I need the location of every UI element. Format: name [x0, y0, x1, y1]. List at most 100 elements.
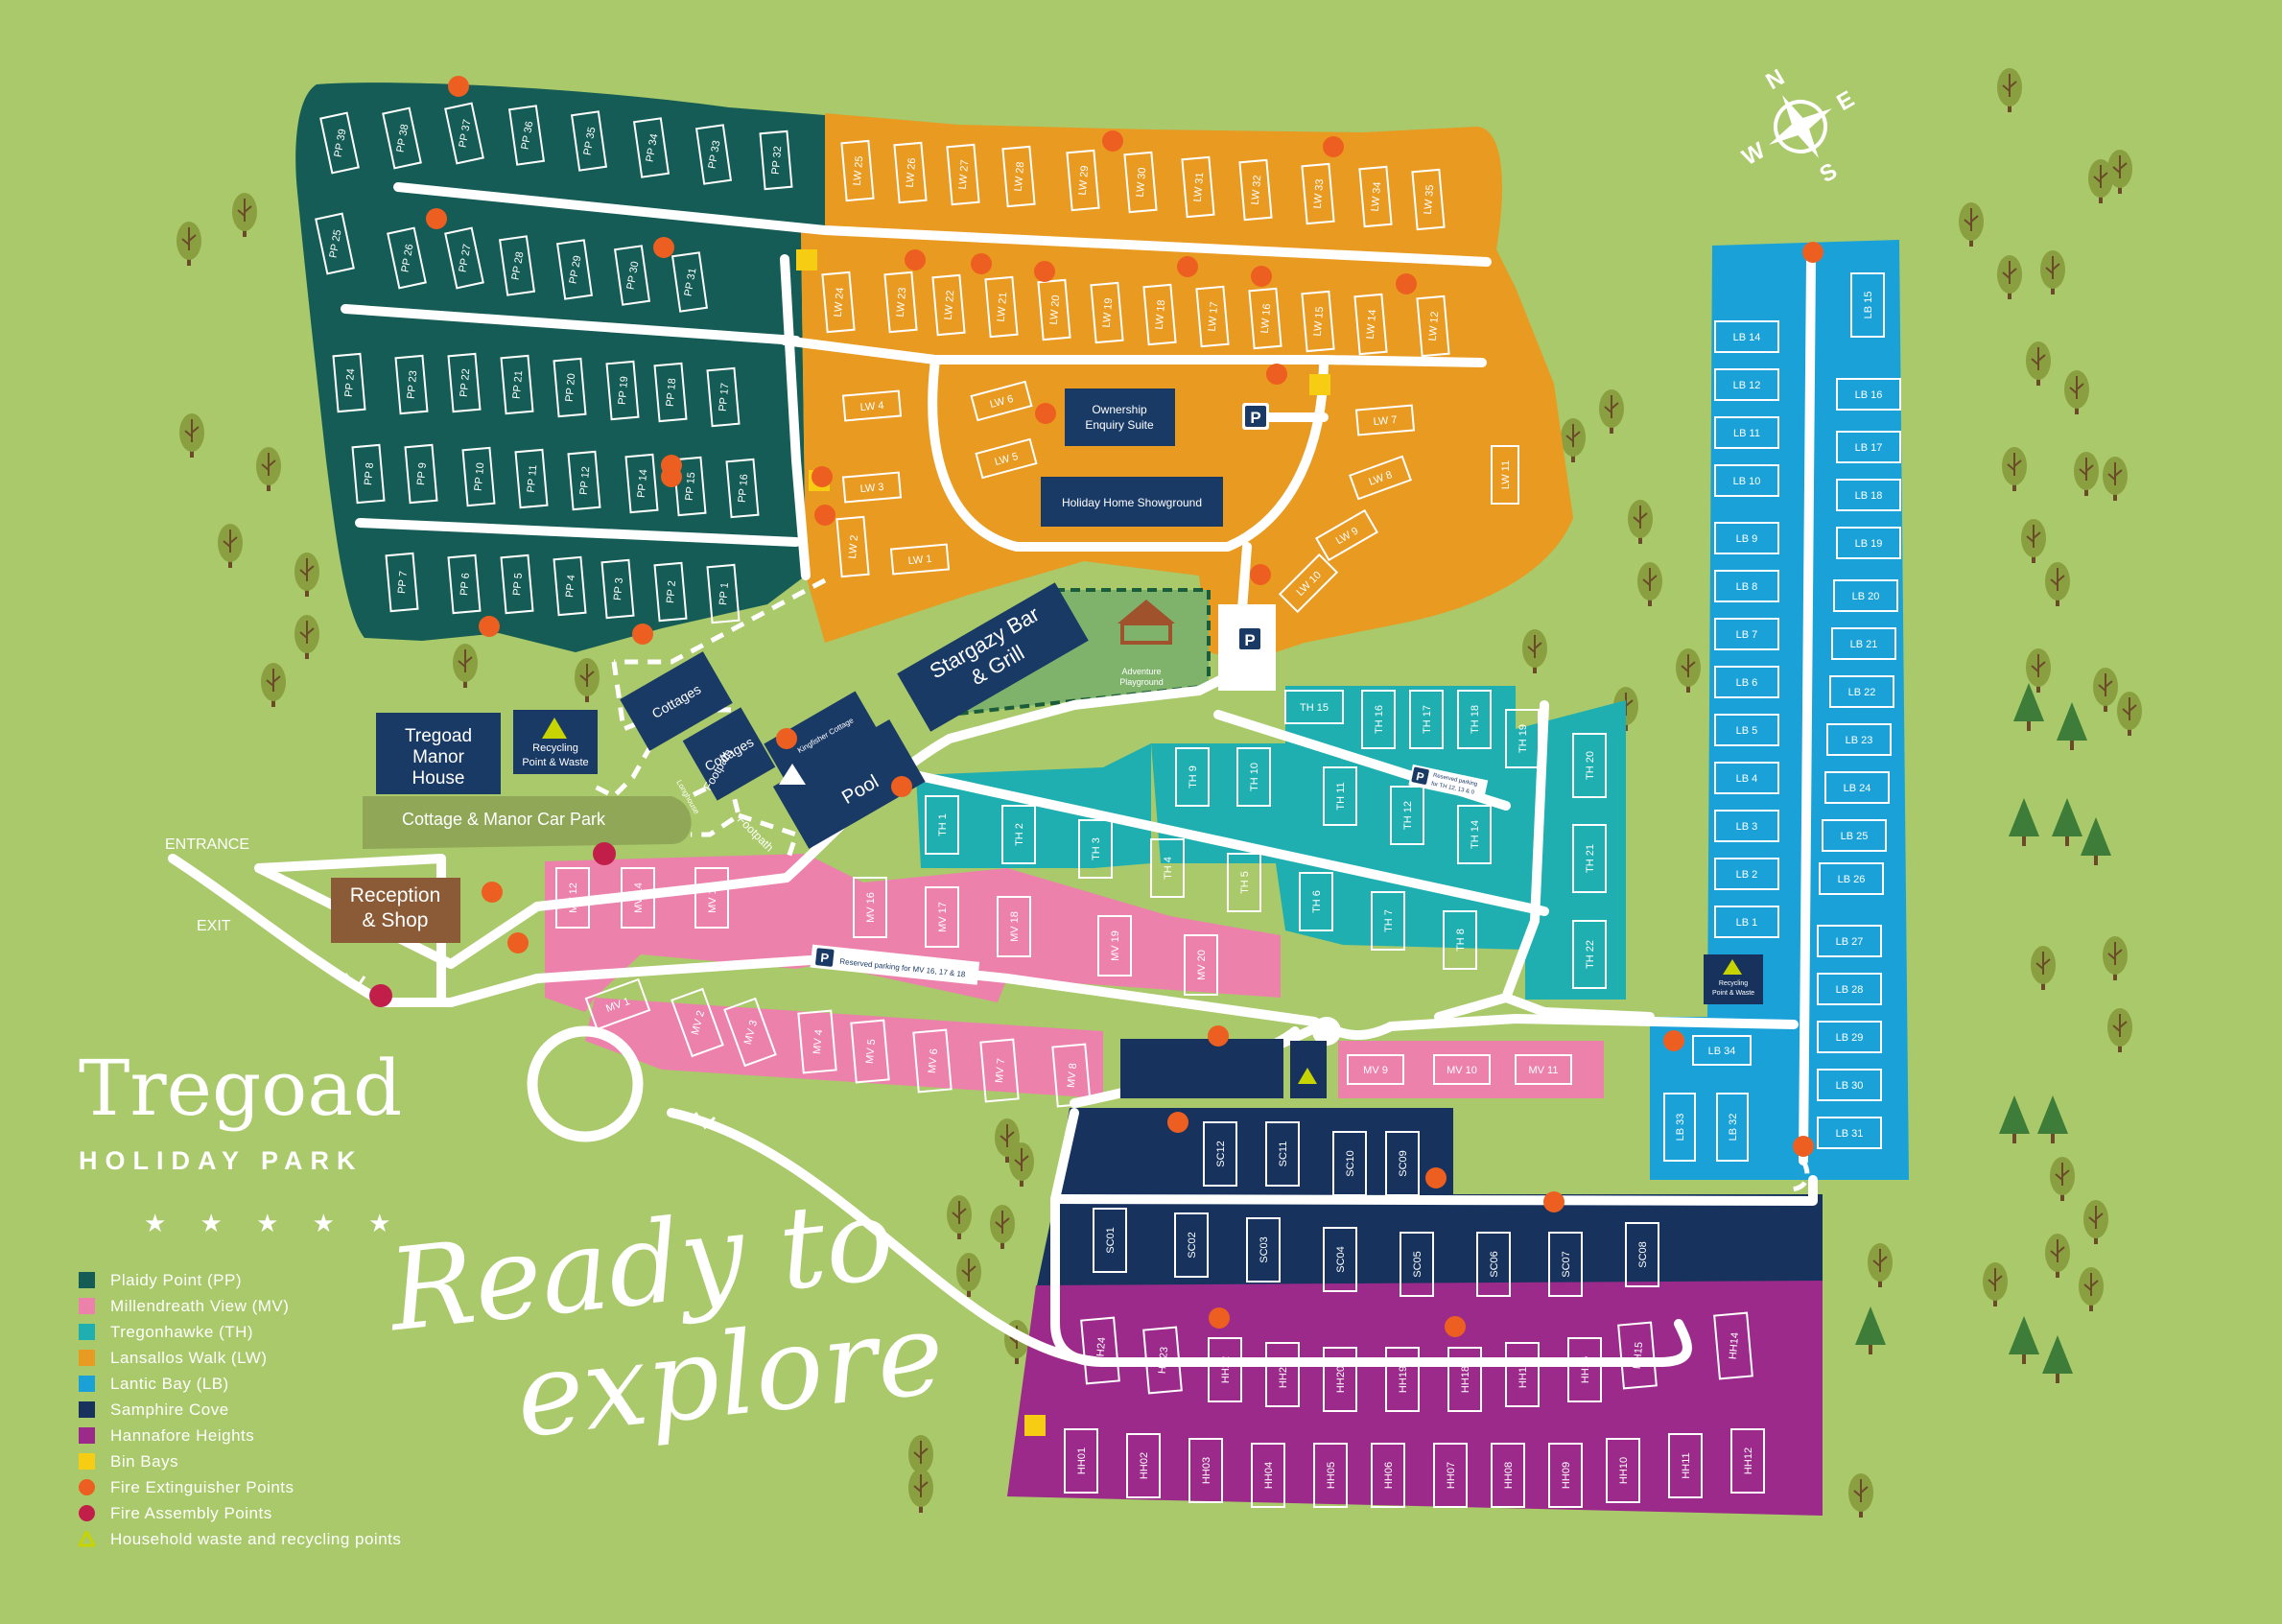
unit-th-10[interactable]: TH 10 [1236, 747, 1271, 807]
unit-pp-12[interactable]: PP 12 [567, 450, 601, 511]
unit-lb-26[interactable]: LB 26 [1819, 862, 1884, 895]
cottages-block-2[interactable]: Cottages [682, 707, 776, 801]
unit-th-5[interactable]: TH 5 [1227, 853, 1261, 912]
unit-hh10[interactable]: HH10 [1606, 1438, 1640, 1503]
unit-lw-7[interactable]: LW 7 [1354, 404, 1416, 436]
unit-lb-11[interactable]: LB 11 [1714, 416, 1779, 449]
unit-pp-35[interactable]: PP 35 [570, 110, 608, 172]
unit-lb-14[interactable]: LB 14 [1714, 320, 1779, 353]
unit-th-1[interactable]: TH 1 [925, 795, 959, 855]
unit-mv-9[interactable]: MV 9 [1347, 1054, 1404, 1085]
unit-pp-6[interactable]: PP 6 [447, 553, 482, 615]
unit-lw-31[interactable]: LW 31 [1181, 155, 1215, 219]
unit-lb-2[interactable]: LB 2 [1714, 858, 1779, 890]
unit-sc11[interactable]: SC11 [1265, 1121, 1300, 1187]
unit-lw-11[interactable]: LW 11 [1491, 445, 1519, 505]
unit-mv-5[interactable]: MV 5 [850, 1019, 890, 1084]
unit-mv-17[interactable]: MV 17 [925, 886, 959, 948]
unit-lw-4[interactable]: LW 4 [841, 389, 903, 422]
unit-pp-3[interactable]: PP 3 [600, 558, 635, 620]
unit-lw-35[interactable]: LW 35 [1411, 168, 1446, 231]
unit-pp-16[interactable]: PP 16 [725, 458, 760, 519]
unit-hh21[interactable]: HH21 [1265, 1342, 1300, 1407]
unit-lw-30[interactable]: LW 30 [1123, 151, 1158, 214]
unit-th-22[interactable]: TH 22 [1572, 920, 1607, 989]
unit-sc04[interactable]: SC04 [1323, 1227, 1357, 1292]
unit-pp-22[interactable]: PP 22 [447, 352, 482, 413]
unit-th-2[interactable]: TH 2 [1001, 805, 1036, 864]
unit-pp-8[interactable]: PP 8 [351, 443, 386, 505]
unit-lw-32[interactable]: LW 32 [1238, 158, 1273, 222]
unit-lw-19[interactable]: LW 19 [1090, 281, 1124, 344]
unit-lw-29[interactable]: LW 29 [1066, 149, 1100, 212]
unit-lw-22[interactable]: LW 22 [931, 273, 966, 337]
unit-sc09[interactable]: SC09 [1385, 1131, 1420, 1196]
unit-pp-20[interactable]: PP 20 [553, 357, 587, 418]
unit-sc03[interactable]: SC03 [1246, 1217, 1281, 1283]
unit-lb-30[interactable]: LB 30 [1817, 1069, 1882, 1101]
unit-hh03[interactable]: HH03 [1188, 1438, 1223, 1503]
unit-mv-4[interactable]: MV 4 [797, 1009, 837, 1074]
lantic-recycling[interactable]: Recycling Point & Waste [1704, 954, 1763, 1004]
unit-mv-11[interactable]: MV 11 [1515, 1054, 1572, 1085]
unit-mv-7[interactable]: MV 7 [979, 1038, 1020, 1103]
unit-th-3[interactable]: TH 3 [1078, 819, 1113, 879]
unit-pp-30[interactable]: PP 30 [613, 245, 651, 306]
unit-lw-1[interactable]: LW 1 [889, 543, 951, 576]
unit-sc10[interactable]: SC10 [1332, 1131, 1367, 1196]
unit-lb-33[interactable]: LB 33 [1663, 1093, 1696, 1162]
unit-pp-11[interactable]: PP 11 [514, 448, 549, 509]
unit-th-9[interactable]: TH 9 [1175, 747, 1210, 807]
unit-lw-15[interactable]: LW 15 [1301, 290, 1335, 353]
unit-lb-29[interactable]: LB 29 [1817, 1021, 1882, 1053]
unit-mv-8[interactable]: MV 8 [1051, 1043, 1092, 1108]
unit-lb-25[interactable]: LB 25 [1822, 819, 1887, 852]
unit-th-20[interactable]: TH 20 [1572, 733, 1607, 798]
reception-shop[interactable]: Reception & Shop [331, 878, 460, 943]
unit-lb-16[interactable]: LB 16 [1836, 378, 1901, 411]
parking-stargazy[interactable]: P [1218, 604, 1276, 691]
unit-pp-1[interactable]: PP 1 [706, 563, 741, 624]
unit-pp-31[interactable]: PP 31 [670, 251, 709, 313]
unit-hh02[interactable]: HH02 [1126, 1433, 1161, 1498]
unit-mv-18[interactable]: MV 18 [997, 896, 1031, 957]
unit-pp-33[interactable]: PP 33 [694, 124, 733, 185]
unit-sc06[interactable]: SC06 [1476, 1232, 1511, 1297]
unit-lb-10[interactable]: LB 10 [1714, 464, 1779, 497]
unit-lb-31[interactable]: LB 31 [1817, 1117, 1882, 1149]
unit-mv-15[interactable]: MV 15 [694, 867, 729, 929]
unit-hh16[interactable]: HH16 [1567, 1337, 1602, 1402]
unit-lw-24[interactable]: LW 24 [821, 271, 856, 334]
unit-lb-23[interactable]: LB 23 [1826, 723, 1892, 756]
unit-lb-18[interactable]: LB 18 [1836, 479, 1901, 511]
unit-pp-15[interactable]: PP 15 [672, 456, 707, 517]
unit-lb-28[interactable]: LB 28 [1817, 973, 1882, 1005]
unit-lb-1[interactable]: LB 1 [1714, 906, 1779, 938]
parking-mv-reserved[interactable]: P Reserved parking for MV 16, 17 & 18 [810, 944, 980, 985]
unit-sc01[interactable]: SC01 [1093, 1208, 1127, 1273]
unit-mv-12[interactable]: MV 12 [555, 867, 590, 929]
unit-lb-17[interactable]: LB 17 [1836, 431, 1901, 463]
unit-lb-34[interactable]: LB 34 [1692, 1035, 1752, 1066]
unit-lw-27[interactable]: LW 27 [946, 143, 980, 206]
unit-lw-25[interactable]: LW 25 [840, 139, 875, 202]
unit-th-6[interactable]: TH 6 [1299, 872, 1333, 931]
unit-lb-27[interactable]: LB 27 [1817, 925, 1882, 957]
unit-pp-23[interactable]: PP 23 [394, 354, 429, 415]
unit-lb-3[interactable]: LB 3 [1714, 810, 1779, 842]
unit-lw-33[interactable]: LW 33 [1301, 162, 1335, 225]
unit-lb-20[interactable]: LB 20 [1833, 579, 1898, 612]
unit-lb-22[interactable]: LB 22 [1829, 675, 1894, 708]
unit-hh15[interactable]: HH15 [1617, 1321, 1658, 1390]
unit-sc02[interactable]: SC02 [1174, 1212, 1209, 1278]
unit-hh17[interactable]: HH17 [1505, 1342, 1540, 1407]
parking-lw[interactable]: P [1242, 403, 1269, 430]
unit-pp-10[interactable]: PP 10 [461, 446, 496, 507]
unit-mv-10[interactable]: MV 10 [1433, 1054, 1491, 1085]
unit-lb-12[interactable]: LB 12 [1714, 368, 1779, 401]
unit-sc05[interactable]: SC05 [1400, 1232, 1434, 1297]
unit-th-16[interactable]: TH 16 [1361, 690, 1396, 749]
unit-lb-32[interactable]: LB 32 [1716, 1093, 1749, 1162]
unit-th-4[interactable]: TH 4 [1150, 838, 1185, 898]
adventure-playground[interactable]: Adventure Playground [1117, 600, 1175, 687]
